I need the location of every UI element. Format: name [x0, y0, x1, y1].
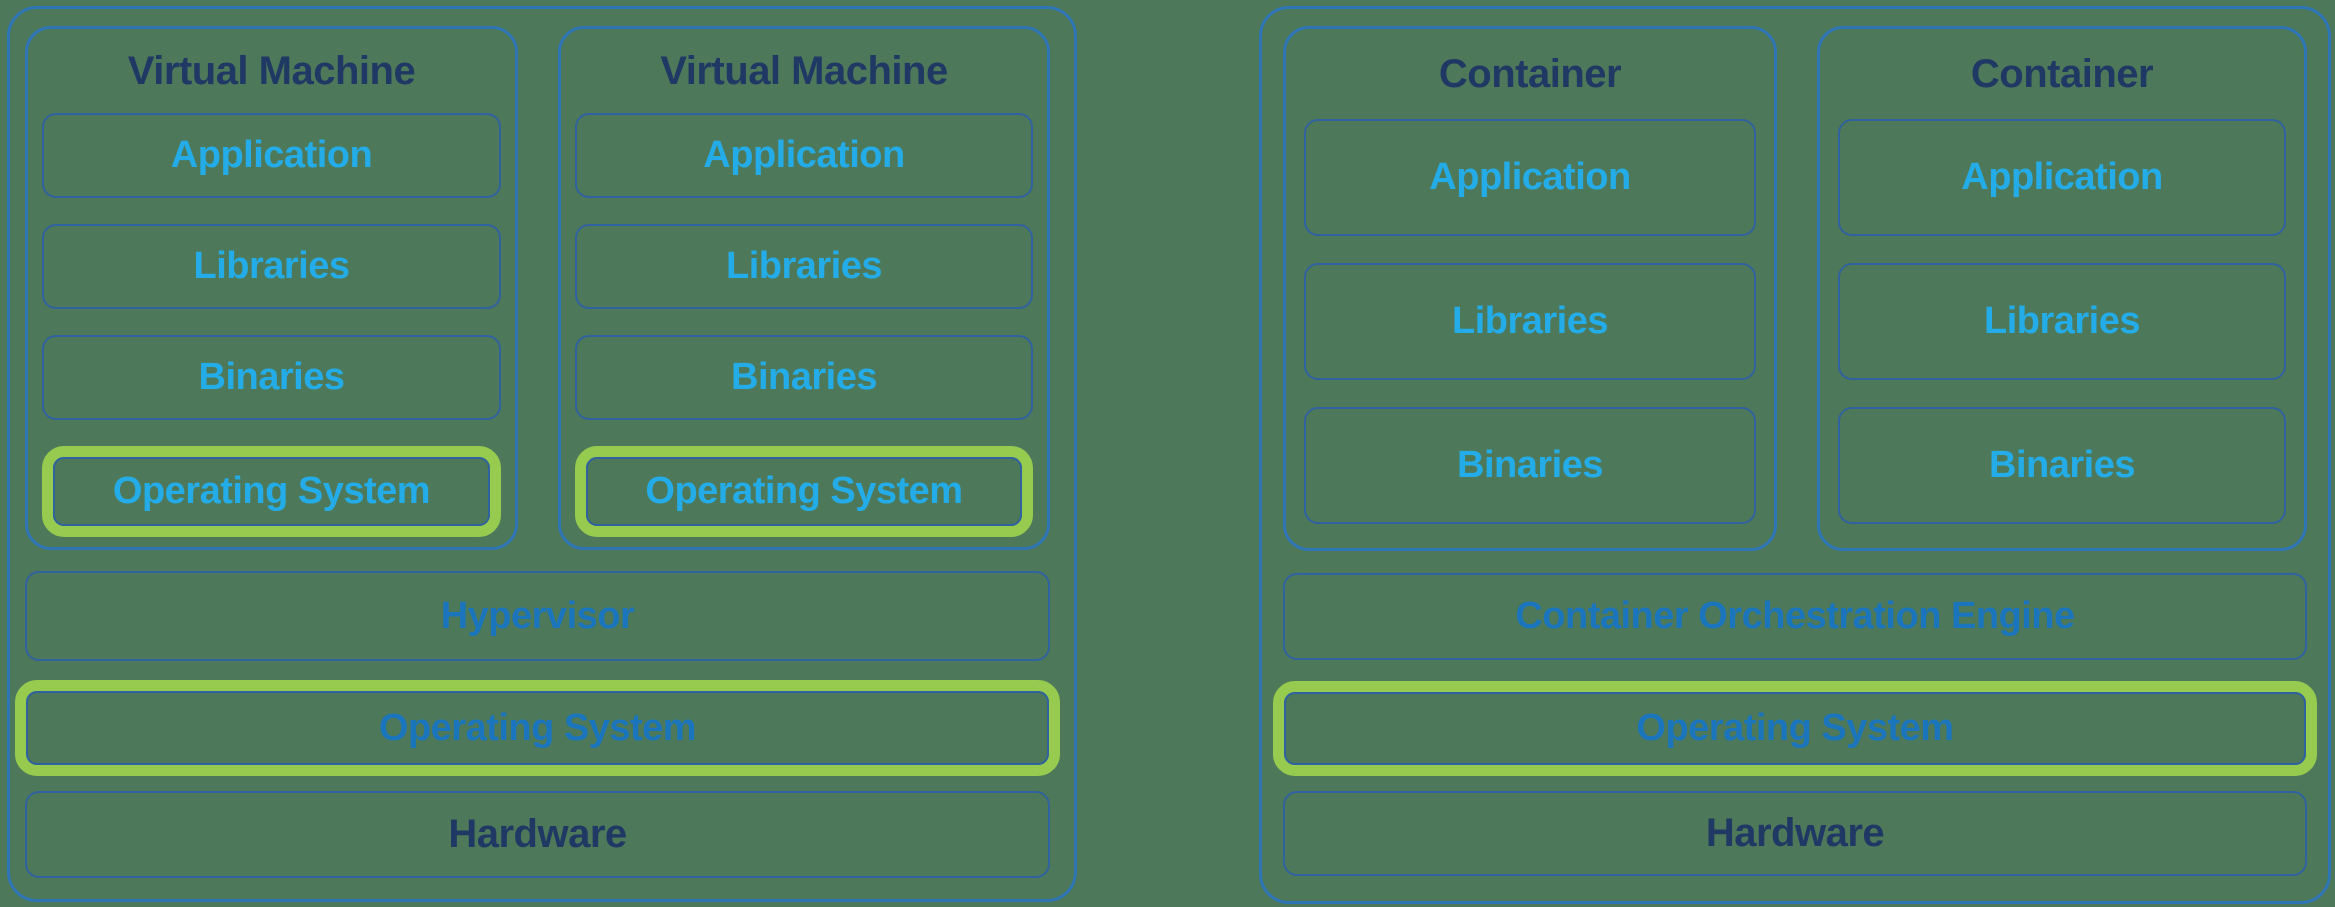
vm-layer-application: Application — [42, 113, 501, 198]
orchestration-engine-box: Container Orchestration Engine — [1283, 573, 2307, 660]
container-layer-application: Application — [1838, 119, 2286, 236]
vm-box: Virtual Machine Application Libraries Bi… — [558, 26, 1050, 550]
container-title: Container — [1970, 51, 2154, 96]
host-os-label: Operating System — [26, 691, 1049, 765]
container-box: Container Application Libraries Binaries — [1283, 26, 1777, 551]
vm-os-label: Operating System — [53, 457, 490, 526]
container-layer-libraries: Libraries — [1304, 263, 1756, 380]
vm-layer-libraries: Libraries — [575, 224, 1033, 309]
vm-title: Virtual Machine — [127, 48, 416, 93]
vm-os-highlight-box: Operating System — [575, 446, 1033, 537]
vm-box: Virtual Machine Application Libraries Bi… — [25, 26, 518, 550]
containers-panel: Container Application Libraries Binaries… — [1259, 6, 2331, 904]
hypervisor-box: Hypervisor — [25, 571, 1050, 661]
container-box: Container Application Libraries Binaries — [1817, 26, 2307, 551]
hardware-box: Hardware — [25, 791, 1050, 878]
host-os-highlight-box: Operating System — [1273, 681, 2317, 776]
container-title: Container — [1438, 51, 1622, 96]
host-os-label: Operating System — [1284, 692, 2306, 765]
host-os-highlight-box: Operating System — [15, 680, 1060, 776]
vm-os-label: Operating System — [586, 457, 1022, 526]
vm-layer-binaries: Binaries — [575, 335, 1033, 420]
vm-os-highlight-box: Operating System — [42, 446, 501, 537]
vm-layer-binaries: Binaries — [42, 335, 501, 420]
hardware-box: Hardware — [1283, 791, 2307, 876]
virtual-machines-panel: Virtual Machine Application Libraries Bi… — [7, 6, 1077, 902]
container-layer-binaries: Binaries — [1304, 407, 1756, 524]
vm-title: Virtual Machine — [660, 48, 948, 93]
container-layer-libraries: Libraries — [1838, 263, 2286, 380]
container-layer-binaries: Binaries — [1838, 407, 2286, 524]
vm-layer-application: Application — [575, 113, 1033, 198]
vm-layer-libraries: Libraries — [42, 224, 501, 309]
container-layer-application: Application — [1304, 119, 1756, 236]
